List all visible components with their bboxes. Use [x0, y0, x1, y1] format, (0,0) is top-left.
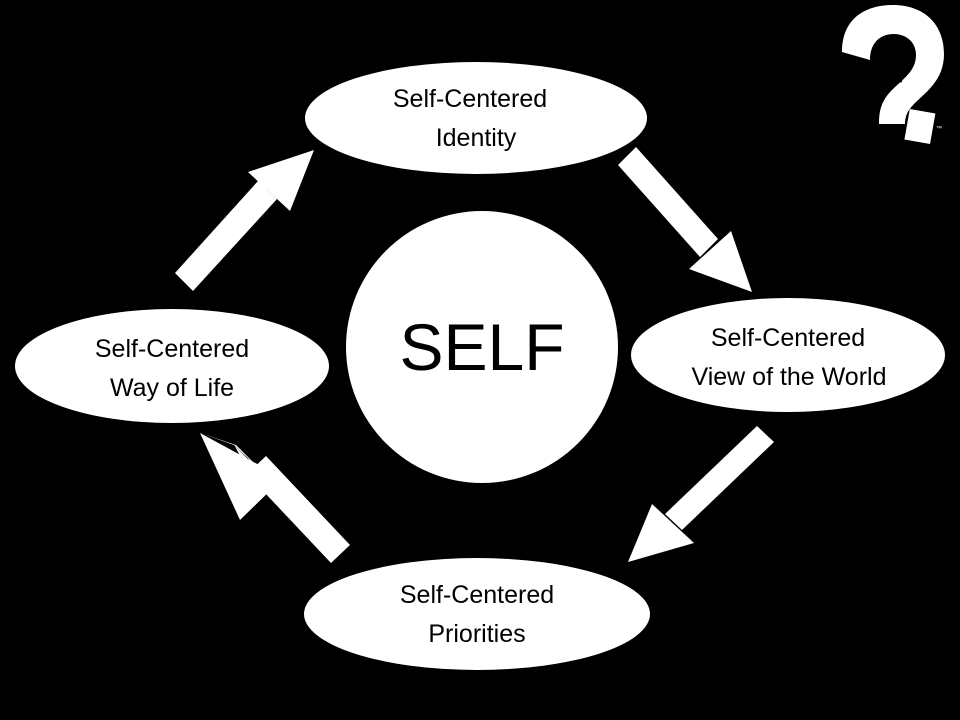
node-view-of-world: Self-Centered View of the World — [631, 298, 945, 412]
node-identity-line1: Self-Centered — [393, 85, 547, 113]
arrow-identity-to-view — [618, 147, 752, 292]
arrow-shaft — [665, 426, 774, 530]
arrow-head-main — [200, 433, 283, 520]
arrow-head — [248, 150, 314, 211]
arrow-shaft — [618, 147, 718, 257]
node-identity-ellipse — [305, 62, 647, 174]
arrow-head — [689, 231, 752, 292]
head-silhouette — [886, 40, 914, 84]
node-way-of-life-line1: Self-Centered — [95, 335, 249, 363]
arrow-head — [628, 504, 694, 562]
node-identity: Self-Centered Identity — [305, 62, 647, 174]
node-way-of-life: Self-Centered Way of Life — [15, 309, 329, 423]
question-mark-dot — [904, 108, 936, 145]
question-mark-shape — [842, 5, 944, 124]
node-view-of-world-ellipse — [631, 298, 945, 412]
arrow-way-to-identity — [175, 150, 314, 291]
trademark-mark: ™ — [936, 125, 942, 132]
node-priorities-line1: Self-Centered — [400, 581, 554, 609]
arrow-priorities-to-way — [200, 433, 350, 563]
node-identity-line2: Identity — [436, 124, 517, 152]
node-priorities: Self-Centered Priorities — [304, 558, 650, 670]
center-node: SELF — [346, 211, 618, 483]
node-priorities-line2: Priorities — [428, 620, 525, 648]
node-way-of-life-line2: Way of Life — [110, 374, 234, 402]
question-mark-head-icon: ™ — [842, 5, 944, 145]
node-way-of-life-ellipse — [15, 309, 329, 423]
node-priorities-ellipse — [304, 558, 650, 670]
center-label: SELF — [399, 310, 564, 384]
center-circle — [346, 211, 618, 483]
node-view-of-world-line2: View of the World — [691, 363, 886, 391]
node-view-of-world-line1: Self-Centered — [711, 324, 865, 352]
arrow-view-to-priorities — [628, 426, 774, 562]
arrow-shaft — [175, 181, 277, 291]
